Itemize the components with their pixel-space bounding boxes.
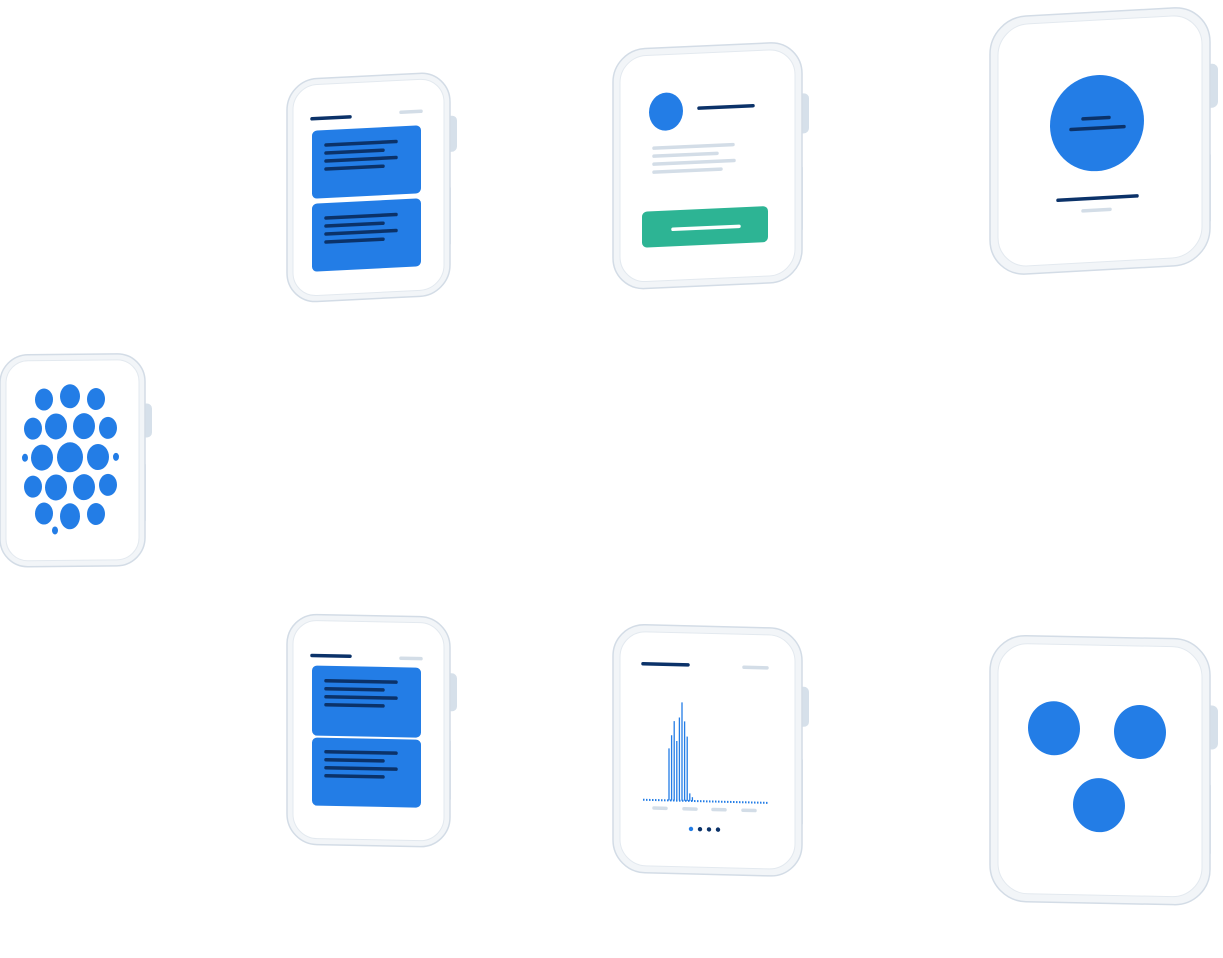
page-dot[interactable] — [706, 827, 712, 832]
page-dot[interactable] — [715, 827, 721, 832]
header-title — [310, 653, 352, 659]
chart-title — [641, 661, 690, 667]
circle-button[interactable] — [1050, 73, 1144, 174]
circle-button[interactable] — [1073, 778, 1125, 833]
subtitle-line — [1081, 207, 1112, 213]
profile-name — [697, 103, 755, 110]
watch-screen — [997, 643, 1203, 898]
circle-button[interactable] — [1028, 701, 1080, 756]
title-line — [1056, 194, 1139, 203]
watch-screen — [619, 49, 796, 283]
app-icons[interactable] — [22, 384, 119, 535]
action-button-label — [671, 224, 741, 232]
page-dot[interactable] — [688, 826, 694, 832]
header-meta — [399, 109, 423, 115]
card[interactable] — [312, 665, 421, 738]
avatar — [649, 92, 683, 131]
page-dot[interactable] — [697, 826, 703, 832]
watch-card-list-top — [286, 72, 457, 303]
watch-card-list-bottom — [286, 613, 457, 848]
card[interactable] — [312, 737, 421, 808]
chart-bars — [668, 702, 694, 802]
watch-chart — [612, 624, 809, 877]
watch-three-circles — [989, 634, 1218, 906]
watch-app-grid — [0, 353, 152, 568]
chart-meta — [742, 665, 769, 670]
header-title — [310, 115, 352, 121]
circle-button[interactable] — [1114, 704, 1166, 760]
watch-screen — [619, 631, 796, 870]
watch-profile — [612, 42, 809, 290]
watch-single-circle — [989, 7, 1218, 275]
page-indicator[interactable] — [688, 826, 721, 832]
